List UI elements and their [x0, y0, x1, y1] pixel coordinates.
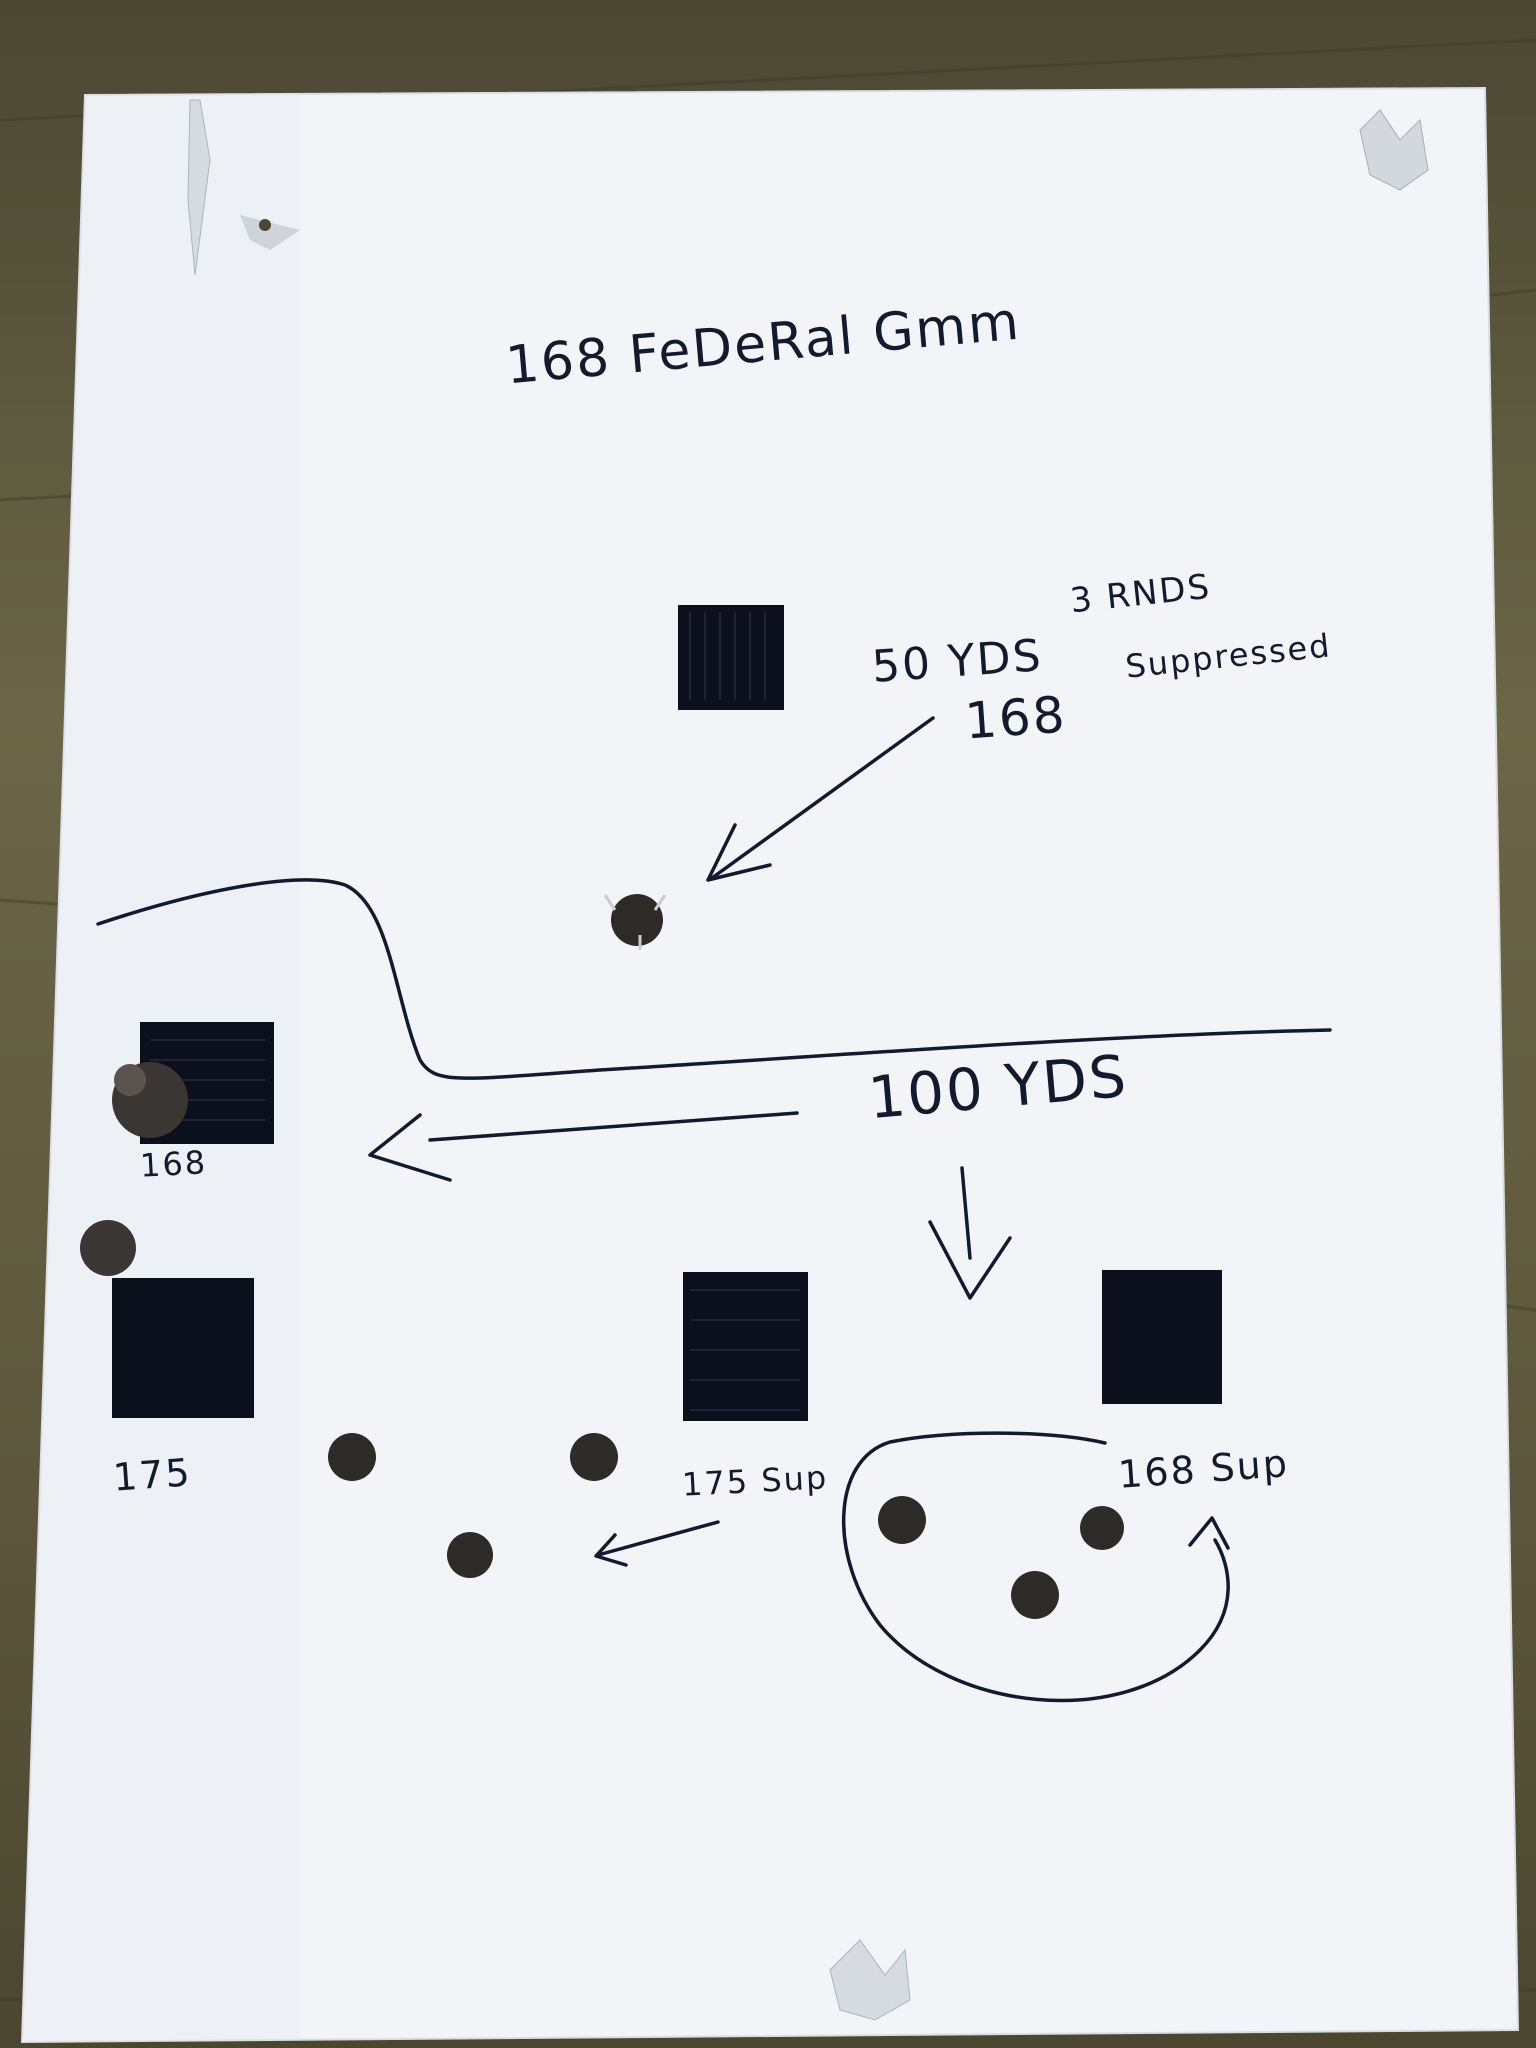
aim-square-175-sup — [683, 1272, 808, 1421]
label-175-sup: 175 Sup — [681, 1458, 830, 1504]
torn-corner-left — [187, 99, 300, 276]
aim-square-top — [678, 605, 784, 710]
arrow-left-168-head — [368, 1113, 452, 1182]
loop-168sup-head — [1188, 1516, 1230, 1550]
label-168-left: 168 — [139, 1143, 209, 1185]
bullet-hole-168sup-a — [878, 1496, 926, 1544]
bullet-hole-175-c — [447, 1532, 493, 1578]
square-hatching — [150, 612, 800, 1411]
bullet-hole-168sup-b — [1080, 1506, 1124, 1550]
arrow-50yd-shaft — [710, 716, 935, 880]
arrow-down-shaft — [960, 1166, 972, 1260]
torn-bottom — [829, 1939, 911, 2021]
label-175-left: 175 — [111, 1450, 193, 1500]
note-load-50: 168 — [963, 685, 1069, 751]
arrow-left-168-shaft — [428, 1111, 799, 1142]
aim-square-168-sup — [1102, 1270, 1222, 1404]
arrow-50yd-head — [706, 823, 772, 882]
label-168-sup: 168 Sup — [1116, 1441, 1291, 1497]
bullet-hole-175-a — [328, 1433, 376, 1481]
divider-line — [96, 878, 1332, 1080]
bullet-hole-50yd — [603, 894, 667, 950]
ink-strokes — [96, 716, 1332, 1703]
bullet-hole-168sup-c — [1011, 1571, 1059, 1619]
arrow-down-head — [928, 1220, 1012, 1300]
bullet-hole-175-b — [570, 1433, 618, 1481]
bullet-hole-168-left — [112, 1062, 188, 1138]
bullet-holes — [80, 894, 1124, 1619]
arrow-175sup — [594, 1520, 720, 1567]
loop-168sup — [842, 1431, 1230, 1703]
bullet-hole-edge — [80, 1220, 136, 1276]
note-distance-50: 50 YDS — [870, 630, 1045, 693]
torn-corner-right — [1359, 109, 1429, 191]
aim-square-175-left — [112, 1278, 254, 1418]
